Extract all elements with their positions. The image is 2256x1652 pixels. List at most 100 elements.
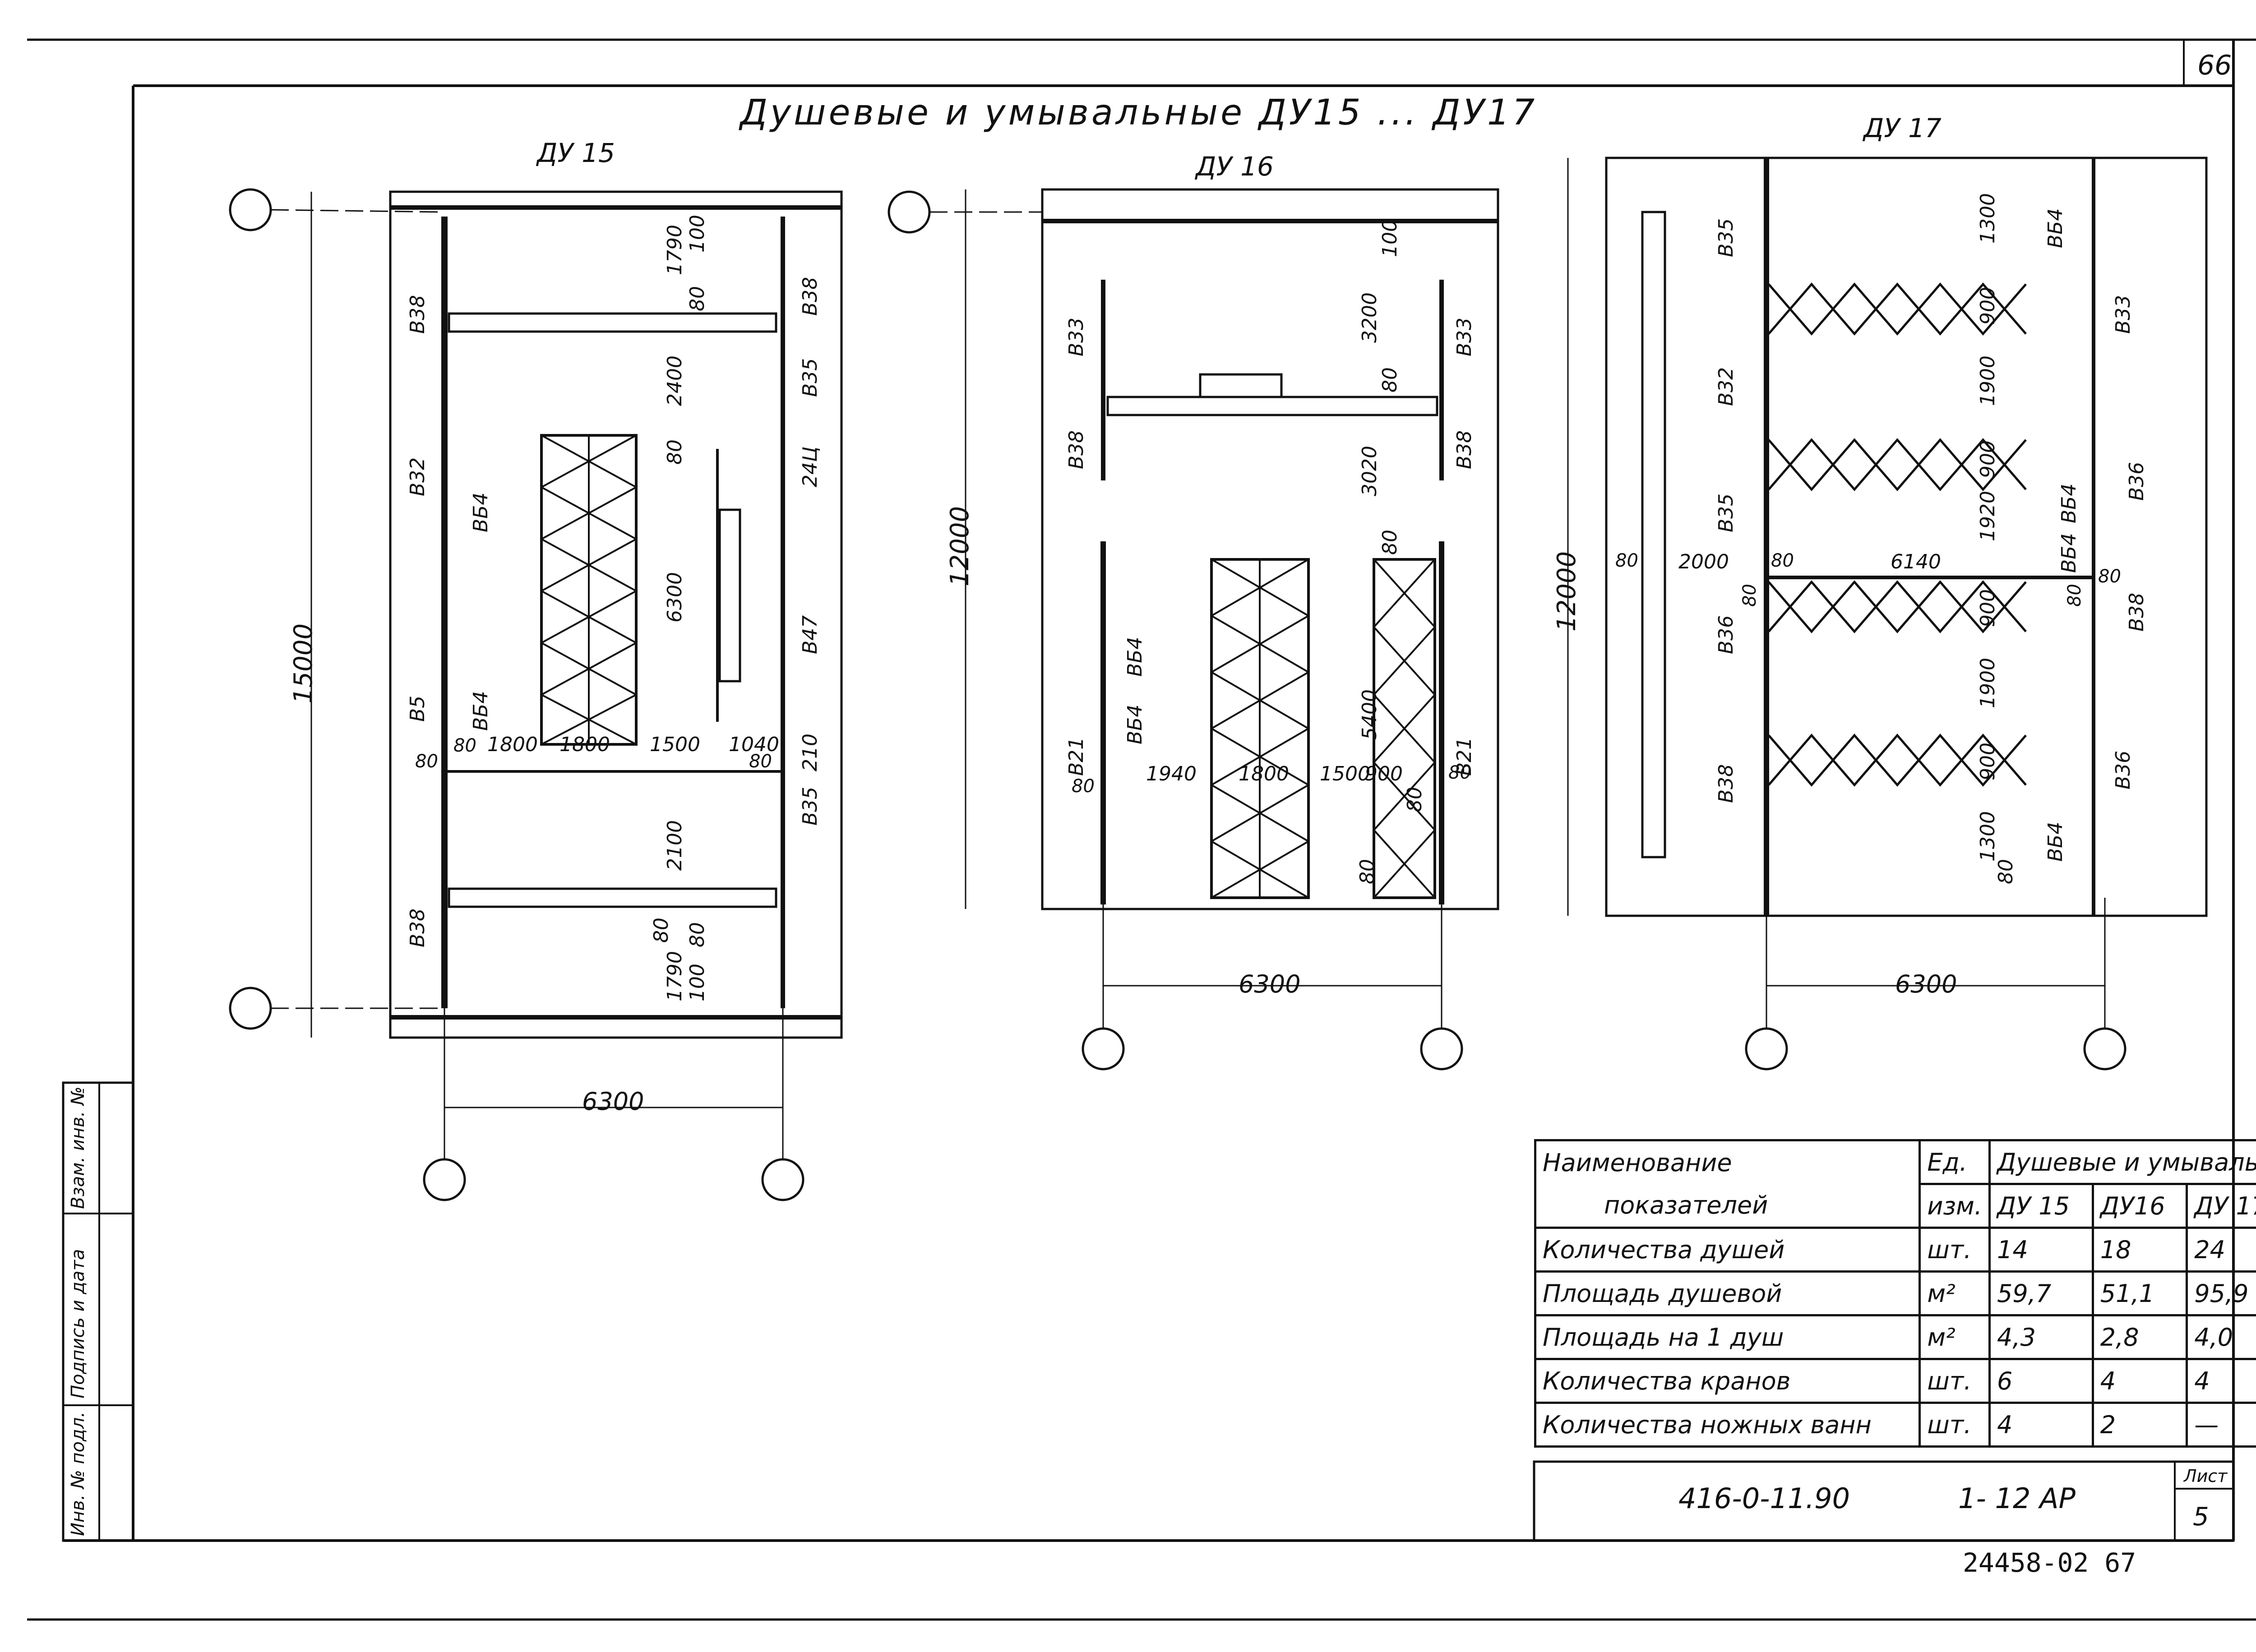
dim-du15: 2400 — [663, 355, 686, 406]
dim-du16: 3020 — [1358, 446, 1381, 496]
spec-header-unit-top: Ед. — [1919, 1139, 1991, 1185]
stamp-podpis-data: Подпись и дата — [68, 1249, 88, 1398]
height-dim-du17: 12000 — [1552, 551, 1581, 632]
dim-du15: 1500 — [650, 733, 700, 756]
mark-du17: В38 — [2125, 592, 2148, 632]
mark-du17: В35 — [1715, 493, 1738, 532]
mark-du17: В36 — [2125, 461, 2148, 501]
mark-du15: В38 — [406, 908, 429, 947]
spec-header-row: показателей изм. ДУ 15 ДУ16 ДУ 17 — [1534, 1183, 2256, 1229]
plan-label-du17: ДУ 17 — [1863, 113, 1942, 143]
dim-du15: 100 — [686, 215, 709, 253]
spec-row-value: 4 — [1988, 1402, 2094, 1448]
plan-label-du15: ДУ 15 — [537, 138, 615, 168]
axis-circle — [1082, 1027, 1125, 1071]
dim-du17: 80 — [1739, 584, 1760, 607]
mark-du17: В33 — [2112, 295, 2135, 334]
mark-du17: В38 — [1715, 764, 1738, 803]
dim-du16: 80 — [1378, 530, 1401, 555]
spec-col-header: ДУ 17 — [2186, 1183, 2256, 1229]
mark-du16: В33 — [1065, 317, 1088, 356]
dim-du17: 900 — [1976, 589, 1999, 627]
dim-du15: 1790 — [663, 225, 686, 275]
spec-row-value: 2,8 — [2091, 1314, 2188, 1360]
spec-row-name: Количества кранов — [1534, 1358, 1921, 1404]
dim-du15: 80 — [686, 286, 709, 311]
mark-du17: ВБ4 — [2044, 208, 2067, 248]
dim-du16: 1800 — [1239, 762, 1289, 785]
mark-du17: ВБ4 — [2044, 821, 2067, 862]
stamp-inv-podl: Инв. № подл. — [68, 1412, 88, 1536]
dim-du15: 1800 — [559, 733, 610, 756]
side-stamp — [62, 1081, 134, 1542]
spec-col-header: ДУ16 — [2091, 1183, 2188, 1229]
spec-row: Количества душей шт. 14 18 24 — [1534, 1227, 2256, 1273]
spec-row-name: Площадь на 1 душ — [1534, 1314, 1921, 1360]
spec-row-unit: м² — [1919, 1314, 1991, 1360]
mark-du16: В21 — [1065, 737, 1088, 776]
dim-du16: 1940 — [1146, 762, 1197, 785]
spec-header-name-bottom: показателей — [1534, 1184, 1921, 1229]
sheet-frame — [27, 38, 2256, 1621]
dim-du15: 1800 — [487, 733, 538, 756]
mark-du15: ВБ4 — [469, 492, 492, 532]
spec-row-value: 4,0 — [2186, 1314, 2256, 1360]
stamp-vzam-inv: Взам. инв. № — [68, 1086, 88, 1209]
height-dim-du15: 15000 — [289, 623, 318, 704]
spec-row-value: 14 — [1988, 1227, 2094, 1273]
mark-du15: ВБ4 — [469, 691, 492, 731]
dim-du17: 80 — [2098, 566, 2121, 587]
dim-du17: 1920 — [1976, 491, 1999, 541]
title-block-sheet-label: Лист — [2184, 1466, 2228, 1486]
dim-du16: 3200 — [1358, 292, 1381, 343]
spec-row-value: 18 — [2091, 1227, 2188, 1273]
axis-circle — [423, 1158, 466, 1201]
dim-du17: 1300 — [1976, 193, 1999, 244]
mark-du15: В32 — [406, 457, 429, 496]
spec-header-row: Наименование Ед. Душевые и умывальн. — [1534, 1139, 2256, 1185]
spec-row-unit: шт. — [1919, 1402, 1991, 1448]
spec-header-group: Душевые и умывальн. — [1988, 1139, 2256, 1185]
spec-table: Наименование Ед. Душевые и умывальн. пок… — [1534, 1139, 2256, 1448]
spec-row-name: Площадь душевой — [1534, 1270, 1921, 1316]
spec-row-value: 51,1 — [2091, 1270, 2188, 1316]
mark-du16: В33 — [1453, 317, 1476, 356]
dim-du16: 80 — [1448, 762, 1471, 783]
plan-du15 — [229, 188, 843, 1201]
axis-circle — [229, 188, 272, 231]
dim-du17: 900 — [1976, 743, 1999, 780]
mark-du15: В38 — [799, 277, 822, 316]
dim-du17: 900 — [1976, 287, 1999, 325]
axis-circle — [761, 1158, 804, 1201]
mark-du15: В5 — [406, 695, 429, 722]
plan-du17 — [1567, 157, 2208, 1071]
width-dim-du16: 6300 — [1239, 970, 1301, 998]
dim-du17: 6140 — [1891, 550, 1941, 573]
spec-row-unit: шт. — [1919, 1227, 1991, 1273]
spec-row-value: — — [2186, 1402, 2256, 1448]
mark-du15: В35 — [799, 358, 822, 397]
mark-du17: В35 — [1715, 218, 1738, 257]
dim-du16: 5400 — [1358, 689, 1381, 740]
dim-du15: 2100 — [663, 820, 686, 871]
dim-du17: 80 — [2064, 584, 2085, 607]
spec-row-unit: шт. — [1919, 1358, 1991, 1404]
dim-du15: 80 — [686, 922, 709, 947]
dim-du15: 80 — [749, 751, 772, 772]
dim-du17: 1900 — [1976, 355, 1999, 406]
dim-du15: 210 — [799, 734, 822, 771]
spec-row-value: 4,3 — [1988, 1314, 2094, 1360]
height-dim-du16: 12000 — [945, 506, 975, 586]
spec-row: Площадь душевой м² 59,7 51,1 95,9 — [1534, 1270, 2256, 1316]
title-block-sheet-number: 5 — [2193, 1502, 2209, 1532]
dim-du17: 80 — [1994, 859, 2017, 884]
dim-du16: 900 — [1365, 762, 1403, 785]
dim-du15: 80 — [415, 751, 438, 772]
axis-circle — [2083, 1027, 2127, 1071]
spec-row-value: 59,7 — [1988, 1270, 2094, 1316]
axis-circle — [229, 987, 272, 1030]
footer-code: 24458-02 67 — [1963, 1547, 2136, 1578]
axis-circle — [1745, 1027, 1788, 1071]
corner-number: 66 — [2197, 50, 2232, 81]
spec-row-unit: м² — [1919, 1270, 1991, 1316]
